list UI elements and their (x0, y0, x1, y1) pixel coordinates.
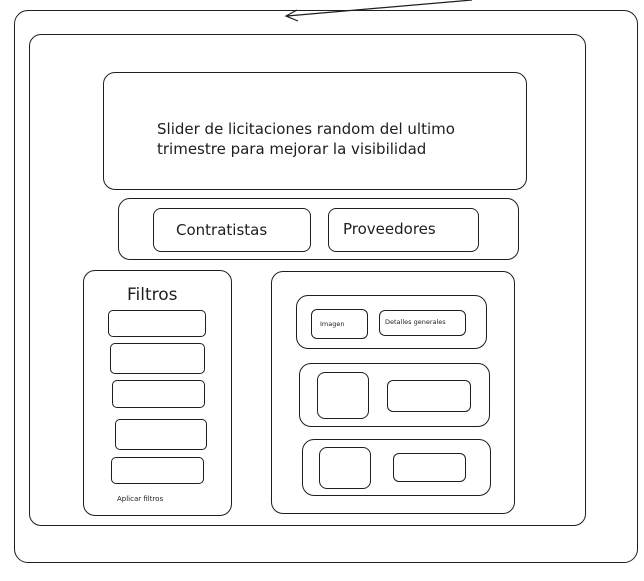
result-details-label: Detalles generales (385, 318, 446, 326)
result-card[interactable] (299, 363, 490, 427)
slider-description-line-1: Slider de licitaciones random del ultimo (157, 120, 455, 138)
result-card[interactable] (302, 439, 491, 496)
slider-description-line-2: trimestre para mejorar la visibilidad (157, 140, 427, 158)
result-image-placeholder (311, 309, 368, 339)
tab-proveedores-label: Proveedores (343, 220, 436, 238)
result-details-box (393, 453, 466, 482)
outer-frame (14, 10, 638, 563)
tab-contratistas[interactable] (153, 208, 311, 252)
filter-field[interactable] (110, 343, 205, 374)
connector-arrow-icon (284, 0, 473, 22)
apply-filters-button[interactable]: Aplicar filtros (117, 495, 164, 503)
result-details-box (379, 310, 466, 336)
filter-field[interactable] (108, 310, 206, 337)
filter-field[interactable] (115, 419, 207, 450)
filter-field[interactable] (111, 457, 204, 484)
featured-tenders-slider[interactable] (103, 72, 527, 190)
result-image-label: Imagen (320, 320, 345, 328)
filters-title: Filtros (127, 285, 178, 305)
result-image-placeholder (319, 447, 371, 489)
result-details-box (387, 380, 471, 412)
result-card[interactable] (296, 295, 487, 349)
result-image-placeholder (317, 372, 369, 419)
tab-contratistas-label: Contratistas (176, 221, 268, 239)
results-panel (271, 271, 515, 514)
tab-proveedores[interactable] (328, 208, 479, 252)
category-tab-bar (118, 198, 519, 260)
filter-field[interactable] (112, 380, 205, 408)
page-container (29, 34, 586, 526)
filters-panel (83, 270, 232, 516)
